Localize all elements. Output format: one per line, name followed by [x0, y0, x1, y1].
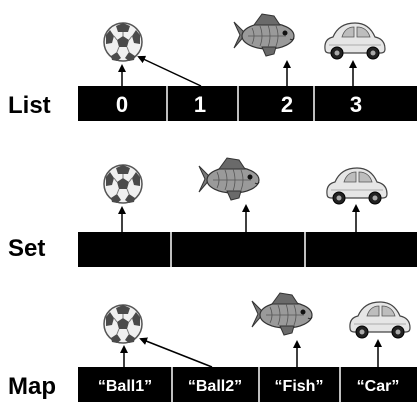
map-key-ball2: “Ball2” — [188, 378, 242, 395]
list-index-0: 0 — [116, 92, 128, 117]
list-container — [78, 86, 417, 121]
map-label: Map — [8, 373, 56, 400]
map-container — [78, 367, 417, 402]
list-index-1: 1 — [194, 92, 206, 117]
map-key-ball1: “Ball1” — [98, 378, 152, 395]
soccer-ball-icon — [103, 22, 143, 62]
car-icon — [326, 167, 388, 205]
fish-icon — [251, 292, 313, 336]
map-key-fish: “Fish” — [275, 378, 324, 395]
arrow-ball2-to-ball — [139, 337, 213, 368]
map-key-car: “Car” — [357, 378, 400, 395]
car-icon — [324, 22, 386, 60]
fish-icon — [233, 13, 295, 57]
list-index-2: 2 — [281, 92, 293, 117]
car-icon — [349, 301, 411, 339]
arrow-index1-to-ball — [137, 55, 202, 87]
set-container — [78, 232, 417, 267]
set-label: Set — [8, 235, 45, 262]
list-index-3: 3 — [350, 92, 362, 117]
soccer-ball-icon — [103, 304, 143, 344]
fish-icon — [198, 157, 260, 201]
soccer-ball-icon — [103, 164, 143, 204]
list-label: List — [8, 92, 51, 119]
